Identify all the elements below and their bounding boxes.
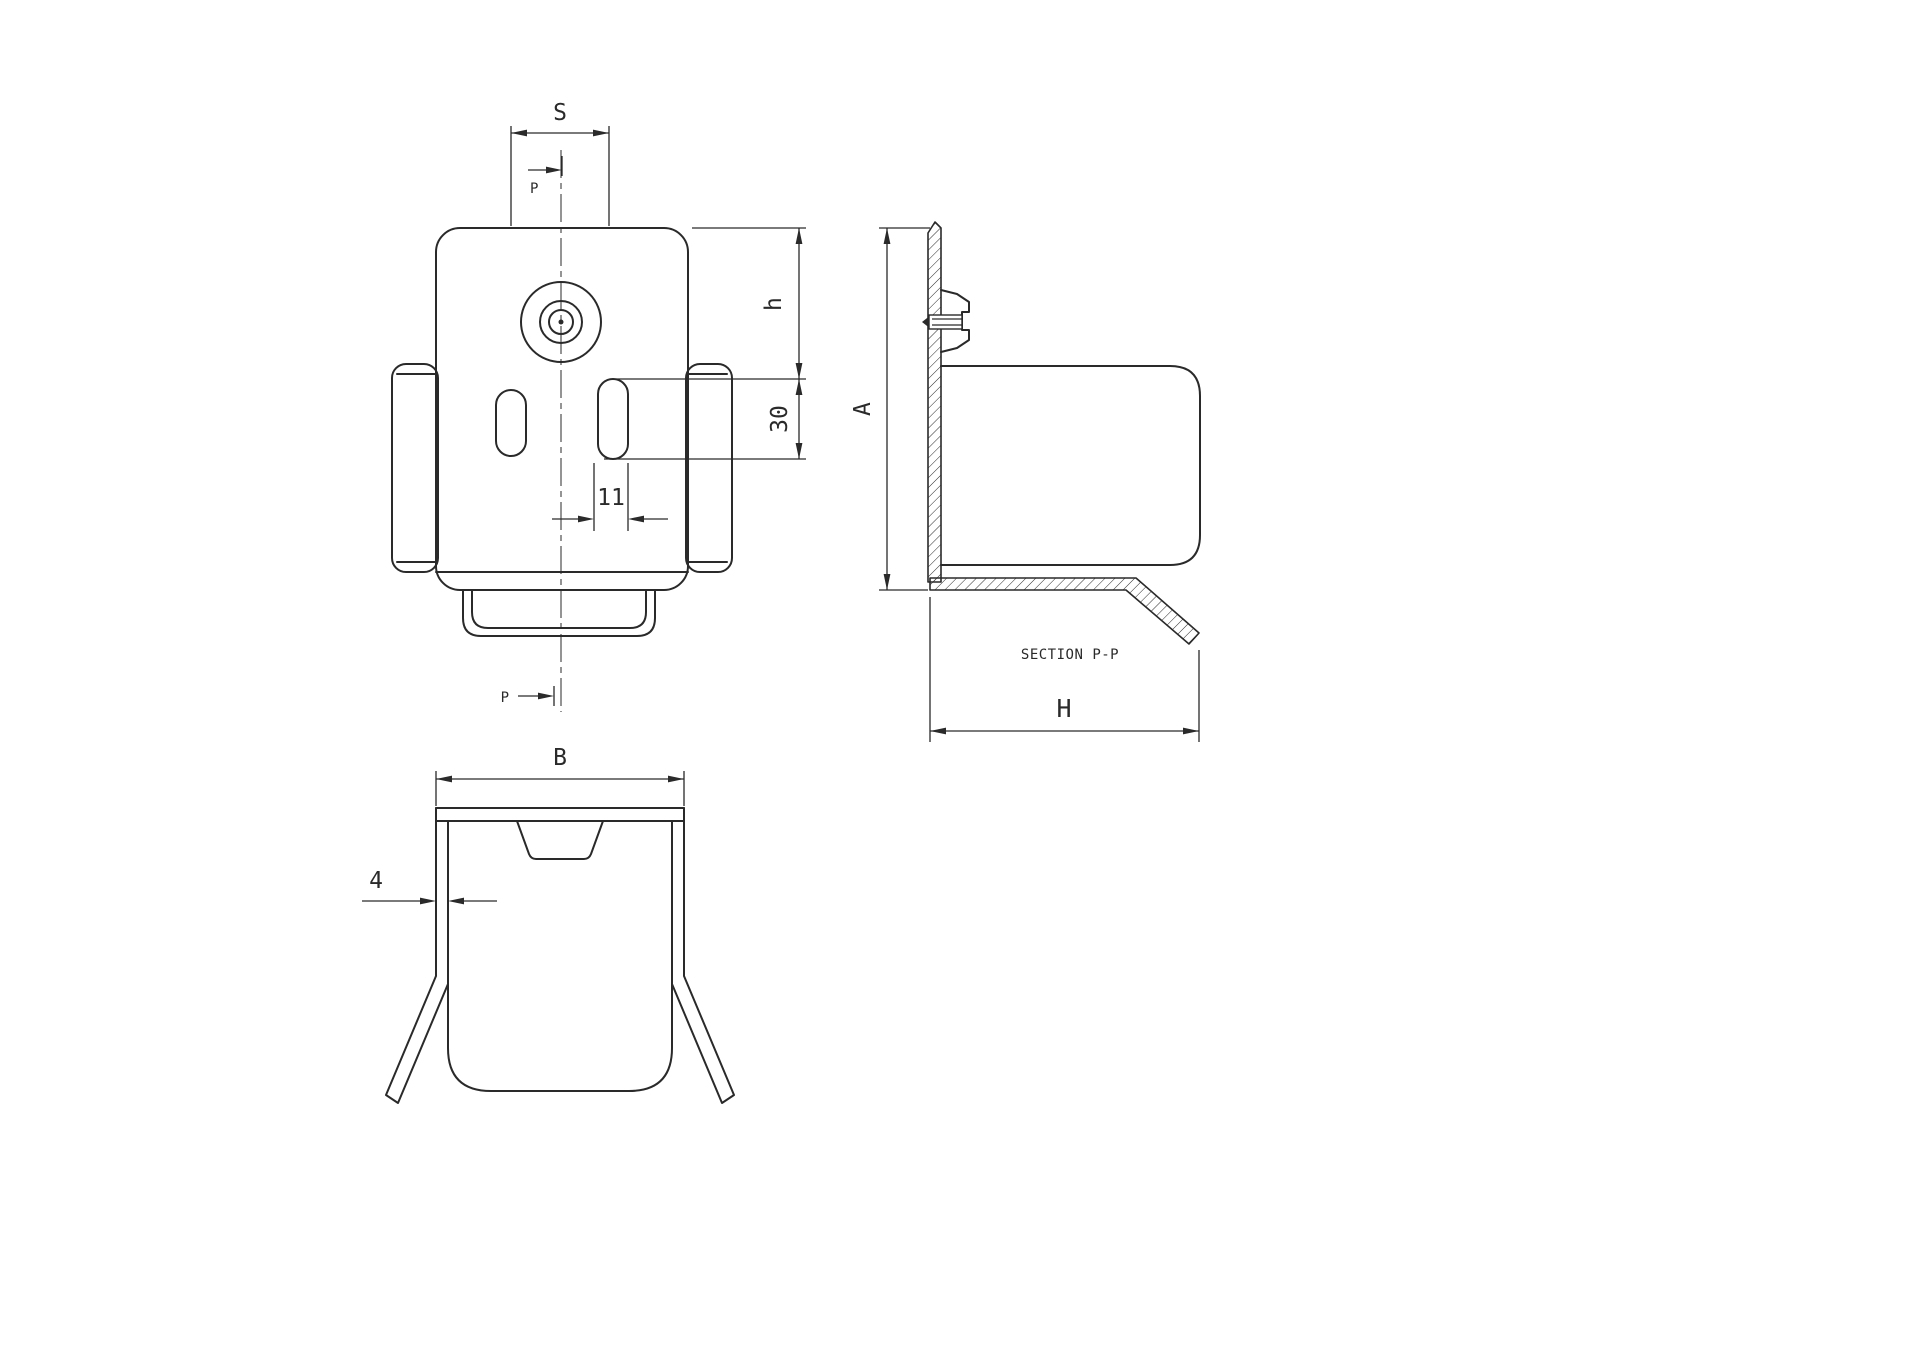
- dim-30-arrow-top: [795, 379, 803, 395]
- dim-H-label: H: [1056, 694, 1071, 723]
- section-plate: [927, 221, 942, 583]
- cut-mark-top-arrow: [546, 166, 562, 174]
- dim-b-arrow-left: [436, 775, 452, 783]
- front-right-slot: [597, 378, 629, 460]
- dim-4-label: 4: [369, 868, 383, 894]
- cut-mark-bottom-arrow: [538, 692, 554, 700]
- dim-b-label: B: [553, 745, 567, 771]
- screw-shaft: [928, 314, 963, 330]
- dim-s-arrow-left: [511, 129, 527, 137]
- bottom-inner-profile: [447, 820, 673, 1092]
- dimension-s: S: [510, 100, 610, 226]
- dim-b-arrow-right: [668, 775, 684, 783]
- dim-h-label: h: [761, 297, 787, 311]
- front-tab-outer: [462, 589, 656, 637]
- screw-detail: [922, 289, 970, 353]
- dim-h-arrow-bottom: [795, 363, 803, 379]
- dim-a-arrow-top: [883, 228, 891, 244]
- front-view: S P P h 30: [391, 100, 806, 712]
- dim-a-arrow-bottom: [883, 574, 891, 590]
- dim-s-label: S: [553, 100, 567, 126]
- rivet-center-dot: [558, 319, 564, 325]
- bottom-view: B 4: [362, 745, 735, 1104]
- cut-mark-top-label: P: [530, 181, 538, 197]
- dimension-overall-height: H: [929, 597, 1200, 742]
- dimension-b: B: [435, 745, 685, 806]
- dim-H-arrow-left: [930, 727, 946, 735]
- dim-11-label: 11: [597, 485, 625, 511]
- front-body-outline: [435, 227, 689, 591]
- bottom-left-wall-leg: [385, 807, 449, 1104]
- screw-tip: [922, 316, 929, 328]
- dimension-thickness: 4: [362, 868, 497, 905]
- dimension-a: A: [850, 227, 930, 591]
- dimension-h: h: [616, 227, 806, 380]
- dim-H-arrow-right: [1183, 727, 1199, 735]
- front-right-wing: [685, 363, 733, 573]
- dim-11-arrow-left: [578, 515, 594, 523]
- dim-30-arrow-bottom: [795, 443, 803, 459]
- dim-11-arrow-right: [628, 515, 644, 523]
- front-tab-inner: [471, 589, 647, 629]
- section-title: SECTION P-P: [1021, 647, 1119, 663]
- dim-30-label: 30: [767, 405, 793, 433]
- bottom-right-wall-leg: [671, 807, 735, 1104]
- dim-4-arrow-right: [448, 897, 464, 905]
- dim-s-arrow-right: [593, 129, 609, 137]
- dim-4-arrow-left: [420, 897, 436, 905]
- cut-mark-bottom-label: P: [501, 690, 509, 706]
- front-left-wing: [391, 363, 439, 573]
- dimension-30: 30: [604, 379, 806, 460]
- section-view: A SECTION P-P H: [850, 221, 1201, 742]
- section-flange-foot: [929, 577, 1200, 645]
- dim-h-arrow-top: [795, 228, 803, 244]
- bottom-tongue-notch: [516, 820, 604, 860]
- dim-a-label: A: [850, 402, 876, 416]
- section-body-outline: [940, 365, 1201, 566]
- dimension-11: 11: [552, 463, 668, 531]
- front-left-slot: [495, 389, 527, 457]
- section-cut-marks: P P: [501, 156, 563, 706]
